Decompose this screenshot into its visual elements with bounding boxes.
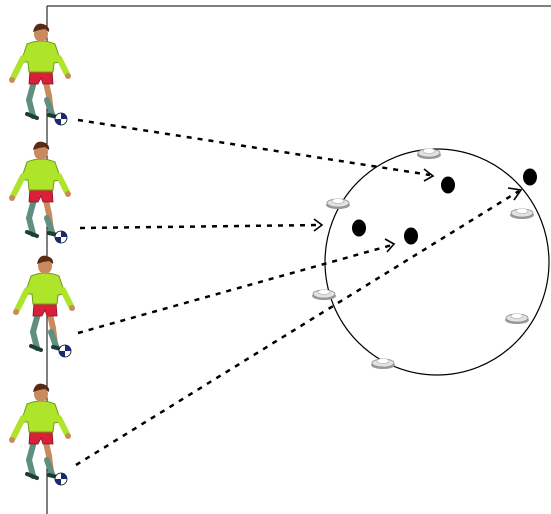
pass-arrow-2 — [313, 218, 324, 232]
player-4 — [9, 384, 71, 485]
cone-bottom — [370, 358, 396, 370]
pass-line-1 — [77, 118, 431, 177]
pass-line-3 — [77, 243, 393, 335]
target-1 — [441, 176, 455, 194]
players — [9, 24, 75, 485]
pass-arrow-1 — [423, 168, 435, 182]
pass-lines — [75, 118, 523, 467]
pass-line-4 — [75, 189, 520, 467]
player-1 — [9, 24, 71, 125]
target-4 — [523, 168, 537, 186]
cone-top — [416, 148, 442, 160]
pass-line-2 — [79, 223, 321, 230]
player-2 — [9, 142, 71, 243]
cone-upper-left — [325, 198, 351, 210]
pass-arrow-4 — [507, 187, 523, 201]
player-3 — [13, 256, 75, 357]
circle-area — [324, 148, 550, 376]
cone-upper-right — [509, 208, 535, 220]
targets — [352, 168, 537, 245]
target-3 — [404, 227, 418, 245]
cone-lower-left — [311, 289, 337, 301]
target-2 — [352, 219, 366, 237]
pass-arrow-3 — [384, 238, 396, 253]
cone-lower-right — [504, 313, 530, 325]
